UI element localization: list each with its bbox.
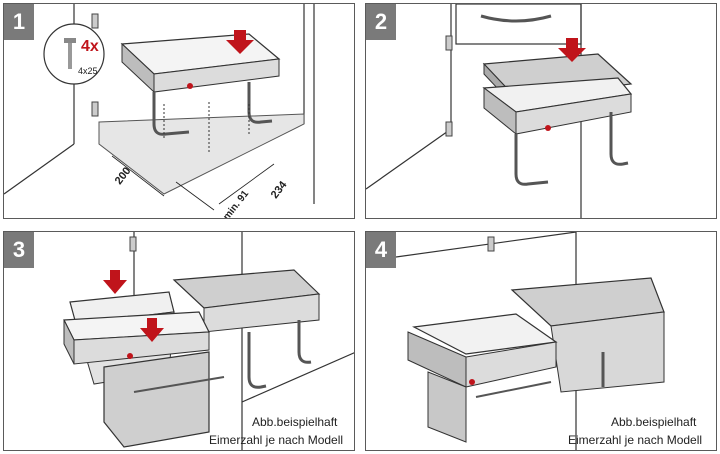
step-panel-3: 3 Abb.beispielhaft Eimerzahl je nach Mod… <box>3 231 355 451</box>
bucket-note: Eimerzahl je nach Modell <box>568 433 703 447</box>
bucket-note: Eimerzahl je nach Modell <box>209 433 344 447</box>
step-4-illustration <box>395 232 665 450</box>
step-number-3: 3 <box>4 232 34 268</box>
step-panel-1: 1 4x 4x25 200 min. 91 234 <box>3 3 355 219</box>
screw-size: 4x25 <box>78 66 98 76</box>
step-number-2: 2 <box>366 4 396 40</box>
example-note: Abb.beispielhaft <box>611 415 697 429</box>
step-3-illustration <box>63 232 354 450</box>
step-panel-2: 2 <box>365 3 717 219</box>
step-number-4: 4 <box>366 232 396 268</box>
screw-quantity: 4x <box>81 38 99 55</box>
step-1-illustration <box>4 4 315 211</box>
step-2-illustration <box>366 4 633 218</box>
step-panel-4: 4 Abb.beispielhaft Eimerzahl je nach Mod… <box>365 231 717 451</box>
step-number-1: 1 <box>4 4 34 40</box>
example-note: Abb.beispielhaft <box>252 415 338 429</box>
